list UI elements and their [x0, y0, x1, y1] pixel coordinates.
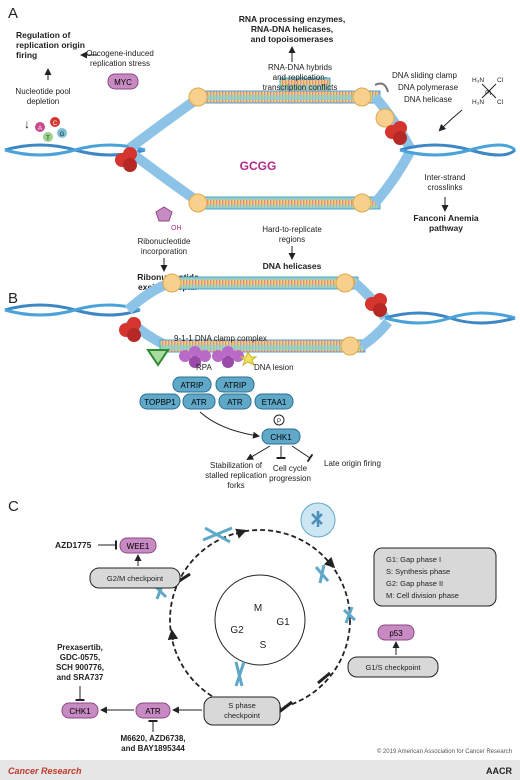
arrow-crosslink-to-dna: [438, 109, 463, 132]
svg-text:H₃N: H₃N: [472, 77, 484, 84]
myc-pill: [107, 73, 139, 90]
svg-text:CHK1: CHK1: [270, 433, 292, 442]
svg-text:ATR: ATR: [191, 398, 207, 407]
wee1-pill: [119, 537, 157, 554]
chromosome-figures: [152, 502, 357, 687]
label-chk1-inhibitors: Prexasertib,GDC-0575,SCH 900776,and SRA7…: [56, 643, 104, 682]
gcgg-motif: GCGG: [240, 159, 277, 173]
phase-g1: G1: [276, 617, 290, 628]
panel-b-label: B: [8, 290, 18, 307]
atr-label-c: ATR: [145, 707, 161, 716]
phase-g2: G2: [230, 625, 244, 636]
copyright-notice: © 2019 American Association for Cancer R…: [377, 748, 512, 755]
svg-text:G1: Gap phase I: G1: Gap phase I: [386, 555, 441, 564]
svg-text:ATRIP: ATRIP: [181, 381, 204, 390]
wee1-label: WEE1: [127, 542, 150, 551]
g2m-checkpoint-label: G2/M checkpoint: [107, 574, 164, 583]
panel-c-label: C: [8, 498, 19, 515]
cell-cycle-checkpoint-bars: [175, 572, 331, 714]
label-dna-polymerase: DNA polymerase: [398, 83, 459, 92]
g1s-checkpoint-box: [347, 656, 439, 678]
svg-text:Pt: Pt: [485, 90, 491, 97]
crosslinker-structure: H₃N Cl H₃N Cl Pt: [472, 77, 504, 106]
arrow-atr-to-chk1: [199, 411, 260, 439]
phase-legend-box: G1: Gap phase I S: Synthesis phase G2: G…: [373, 547, 497, 607]
footer-bar: [0, 760, 520, 780]
g1s-checkpoint-label: G1/S checkpoint: [365, 663, 421, 672]
p53-label: p53: [389, 629, 403, 638]
svg-text:ETAA1: ETAA1: [262, 398, 287, 407]
svg-text:T: T: [46, 136, 50, 142]
panel-a-replisome-proteins: [115, 82, 407, 213]
label-late-origin-firing: Late origin firing: [324, 459, 381, 468]
label-dna-helicase-a: DNA helicase: [404, 95, 453, 104]
aacr-logo: AACR: [486, 766, 512, 776]
label-atr-inhibitors: M6620, AZD6738,and BAY1895344: [120, 734, 185, 753]
label-rna-processing-enzymes: RNA processing enzymes,RNA-DNA helicases…: [239, 14, 345, 44]
label-dna-sliding-clamp: DNA sliding clamp: [392, 71, 457, 80]
phase-inner-circle: [214, 574, 306, 666]
myc-label: MYC: [114, 78, 132, 87]
arrow-chk1-to-stabilization: [246, 445, 271, 461]
phase-m: M: [254, 603, 262, 614]
s-phase-checkpoint-box: [203, 696, 281, 726]
phase-s: S: [260, 640, 267, 651]
svg-text:H₃N: H₃N: [472, 99, 484, 106]
p53-pill: [377, 624, 415, 641]
svg-text:G2: Gap phase II: G2: Gap phase II: [386, 579, 443, 588]
svg-text:M: Cell division phase: M: Cell division phase: [386, 591, 459, 600]
svg-text:ATRIP: ATRIP: [224, 381, 247, 390]
svg-text:OH: OH: [171, 225, 182, 232]
svg-text:G: G: [60, 132, 65, 138]
ribonucleotide-icon: OH: [155, 206, 182, 232]
label-dna-helicases: DNA helicases: [263, 261, 322, 271]
rpa-and-clamp-proteins: [146, 346, 258, 368]
panel-b-replisome-proteins: [119, 273, 387, 356]
panel-a-label: A: [8, 5, 18, 22]
svg-text:P: P: [277, 419, 281, 425]
svg-text:C: C: [53, 121, 58, 127]
chk1-pill-c: [61, 702, 99, 719]
svg-text:S: Synthesis phase: S: Synthesis phase: [386, 567, 450, 576]
cell-cycle-ring: [169, 529, 351, 711]
label-rpa: RPA: [196, 363, 213, 372]
svg-text:Cl: Cl: [497, 77, 504, 84]
chk1-label-c: CHK1: [69, 707, 91, 716]
chk1-node: CHK1 P: [261, 414, 301, 445]
arrow-down-glyph: ↓: [24, 117, 30, 131]
label-911-clamp-complex: 9-1-1 DNA clamp complex: [174, 334, 267, 343]
svg-text:TOPBP1: TOPBP1: [144, 398, 176, 407]
svg-text:A: A: [38, 126, 42, 132]
inhibit-late-origin-firing: [291, 445, 314, 463]
label-dna-lesion: DNA lesion: [254, 363, 294, 372]
atr-pill-c: [135, 702, 171, 719]
nucleotide-icons: A C T G: [35, 117, 67, 142]
svg-text:ATR: ATR: [227, 398, 243, 407]
g2m-checkpoint-box: [89, 567, 181, 589]
svg-text:Cl: Cl: [497, 99, 504, 106]
journal-logo: Cancer Research: [8, 766, 82, 776]
label-azd1775: AZD1775: [55, 540, 92, 550]
atr-complex: ATRIP ATRIP TOPBP1 ATR ATR ETAA1: [139, 376, 294, 410]
